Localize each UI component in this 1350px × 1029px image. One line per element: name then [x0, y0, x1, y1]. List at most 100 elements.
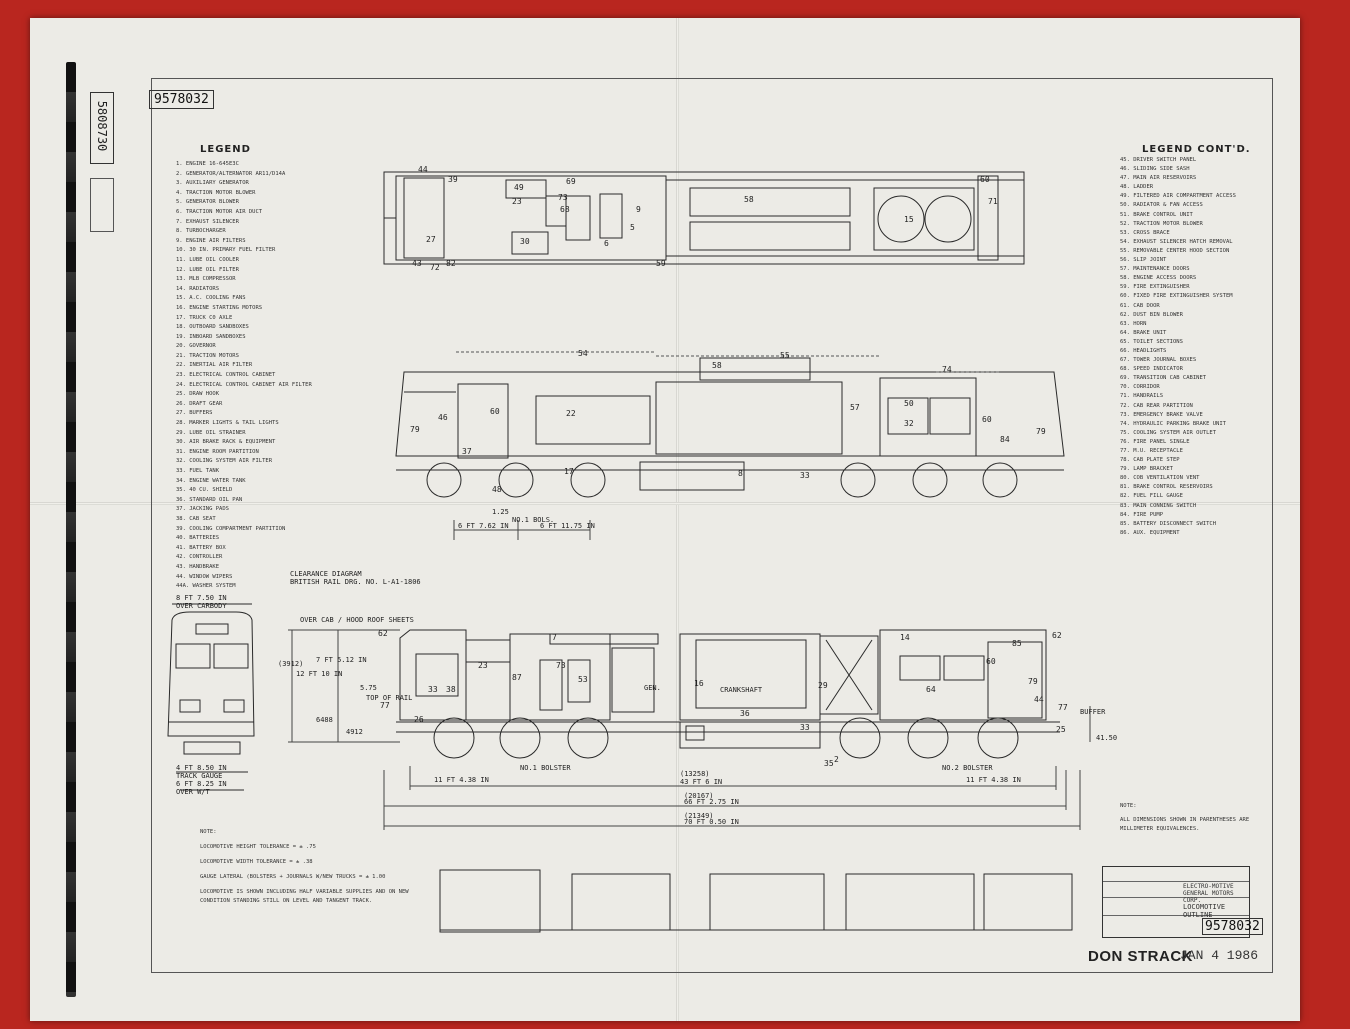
part-callout-side: 32	[904, 419, 914, 428]
end-view	[167, 603, 255, 791]
part-callout-side: 48	[492, 485, 502, 494]
clearance-sub: BRITISH RAIL DRG. NO. L-A1-1806	[290, 578, 421, 586]
part-callout-section: 29	[818, 681, 828, 690]
part-callout-section: 62	[1052, 631, 1062, 640]
drawing-number-top: 9578032	[149, 90, 214, 109]
legend-item: 51. BRAKE CONTROL UNIT	[1120, 211, 1193, 218]
legend-item: 81. BRAKE CONTROL RESERVOIRS	[1120, 484, 1213, 491]
part-callout-top: 60	[980, 175, 990, 184]
legend-item: 66. HEADLIGHTS	[1120, 347, 1167, 354]
axle-center: 1.25	[492, 508, 509, 516]
part-callout-side: 79	[410, 425, 420, 434]
part-callout-side: 57	[850, 403, 860, 412]
legend-item: 54. EXHAUST SILENCER HATCH REMOVAL	[1120, 238, 1233, 245]
height-mm: (3912)	[278, 660, 303, 668]
part-callout-section: 26	[414, 715, 424, 724]
part-callout-top: 49	[514, 183, 524, 192]
part-callout-top: 73	[558, 193, 568, 202]
drawing-title: LOCOMOTIVE OUTLINE	[1183, 903, 1226, 919]
legend-item: 74. HYDRAULIC PARKING BRAKE UNIT	[1120, 420, 1226, 427]
drawing-frame	[151, 78, 1273, 973]
legend-item: 58. ENGINE ACCESS DOORS	[1120, 275, 1197, 282]
legend-item: 43. HANDBRAKE	[176, 563, 220, 570]
buffer-height: 41.50	[1096, 734, 1117, 742]
part-callout-side: 37	[462, 447, 472, 456]
part-callout-section: 77	[1058, 703, 1068, 712]
legend-item: 55. REMOVABLE CENTER HOOD SECTION	[1120, 247, 1230, 254]
legend-item: 45. DRIVER SWITCH PANEL	[1120, 157, 1197, 163]
part-callout-section: 64	[926, 685, 936, 694]
legend-item: 56. SLIP JOINT	[1120, 257, 1167, 264]
legend-item: 29. LUBE OIL STRAINER	[176, 429, 246, 436]
part-callout-section: 44	[1034, 695, 1044, 704]
legend-item: 3. AUXILIARY GENERATOR	[176, 180, 249, 187]
part-callout-top: 72	[430, 263, 440, 272]
legend-item: 14. RADIATORS	[176, 285, 220, 292]
bolster-right: NO.2 BOLSTER	[942, 764, 993, 772]
part-callout-section: 35	[824, 759, 834, 768]
part-callout-top: 58	[744, 195, 754, 204]
legend-item: 57. MAINTENANCE DOORS	[1120, 266, 1190, 273]
part-callout-top: 71	[988, 197, 998, 206]
part-callout-side: 79	[1036, 427, 1046, 436]
maker-line1: ELECTRO-MOTIVE	[1183, 883, 1234, 890]
legend-item: 48. LADDER	[1120, 184, 1154, 191]
note-line: LOCOMOTIVE HEIGHT TOLERANCE = ± .75	[200, 844, 316, 850]
length-dimensions	[383, 766, 1081, 830]
bottom-plan	[439, 869, 1073, 933]
part-callout-side: 46	[438, 413, 448, 422]
centers-mm: (13258)	[680, 770, 710, 778]
legend-item: 79. LAMP BRACKET	[1120, 466, 1173, 473]
legend-item: 39. COOLING COMPARTMENT PARTITION	[176, 525, 286, 532]
part-callout-section: 14	[900, 633, 910, 642]
roof-height-label: OVER CAB / HOOD ROOF SHEETS	[300, 616, 414, 624]
part-callout-side: 50	[904, 399, 914, 408]
part-callout-side: 54	[578, 349, 588, 358]
part-callout-side: 55	[780, 351, 790, 360]
legend-item: 85. BATTERY DISCONNECT SWITCH	[1120, 520, 1217, 527]
legend-item: 26. DRAFT GEAR	[176, 400, 223, 407]
maker-line2: GENERAL MOTORS CORP.	[1183, 890, 1234, 904]
part-callout-top: 15	[904, 215, 914, 224]
part-callout-section: 16	[694, 679, 704, 688]
binding-strip	[66, 62, 76, 997]
note-line: NOTE:	[200, 829, 217, 835]
legend-item: 72. CAB REAR PARTITION	[1120, 402, 1193, 409]
part-callout-side: 60	[490, 407, 500, 416]
part-callout-side: 84	[1000, 435, 1010, 444]
part-callout-top: 69	[566, 177, 576, 186]
part-callout-top: 68	[560, 205, 570, 214]
axle-right: 6 FT 11.75 IN	[540, 522, 595, 530]
legend-item: 11. LUBE OIL COOLER	[176, 256, 239, 263]
gen-label: GEN.	[644, 684, 661, 692]
part-callout-section: 60	[986, 657, 996, 666]
part-callout-section: 53	[578, 675, 588, 684]
dim-6488: 6488	[316, 716, 333, 724]
part-callout-section: 25	[1056, 725, 1066, 734]
dim-4912: 4912	[346, 728, 363, 736]
part-callout-section: 85	[1012, 639, 1022, 648]
legend-item: 33. FUEL TANK	[176, 468, 220, 474]
centers: 43 FT 6 IN	[680, 778, 722, 786]
legend-item: 69. TRANSITION CAB CABINET	[1120, 375, 1207, 382]
legend-item: 19. INBOARD SANDBOXES	[176, 333, 246, 340]
wheelbase-right: 11 FT 4.38 IN	[966, 776, 1021, 784]
owner-annotation-date: JAN 4 1986	[1180, 948, 1259, 963]
part-callout-section: 62	[378, 629, 388, 638]
over-carbody: OVER CARBODY	[176, 602, 227, 610]
legend-item: 84. FIRE PUMP	[1120, 511, 1164, 518]
horizontal-fold-crease	[30, 502, 1300, 505]
part-callout-side: 60	[982, 415, 992, 424]
legend-item: 35. 40 CU. SHIELD	[176, 487, 233, 494]
legend-item: 13. MLB COMPRESSOR	[176, 276, 236, 283]
legend-item: 36. STANDARD OIL PAN	[176, 496, 243, 503]
drawing-number-bottom: 9578032	[1202, 918, 1263, 935]
legend-item: 44A. WASHER SYSTEM	[176, 583, 236, 590]
part-callout-top: 5	[630, 223, 635, 232]
part-callout-top: 59	[656, 259, 666, 268]
legend-item: 15. A.C. COOLING FANS	[176, 295, 246, 302]
legend-item: 77. M.U. RECEPTACLE	[1120, 448, 1183, 454]
legend-item: 30. AIR BRAKE RACK & EQUIPMENT	[176, 439, 276, 446]
